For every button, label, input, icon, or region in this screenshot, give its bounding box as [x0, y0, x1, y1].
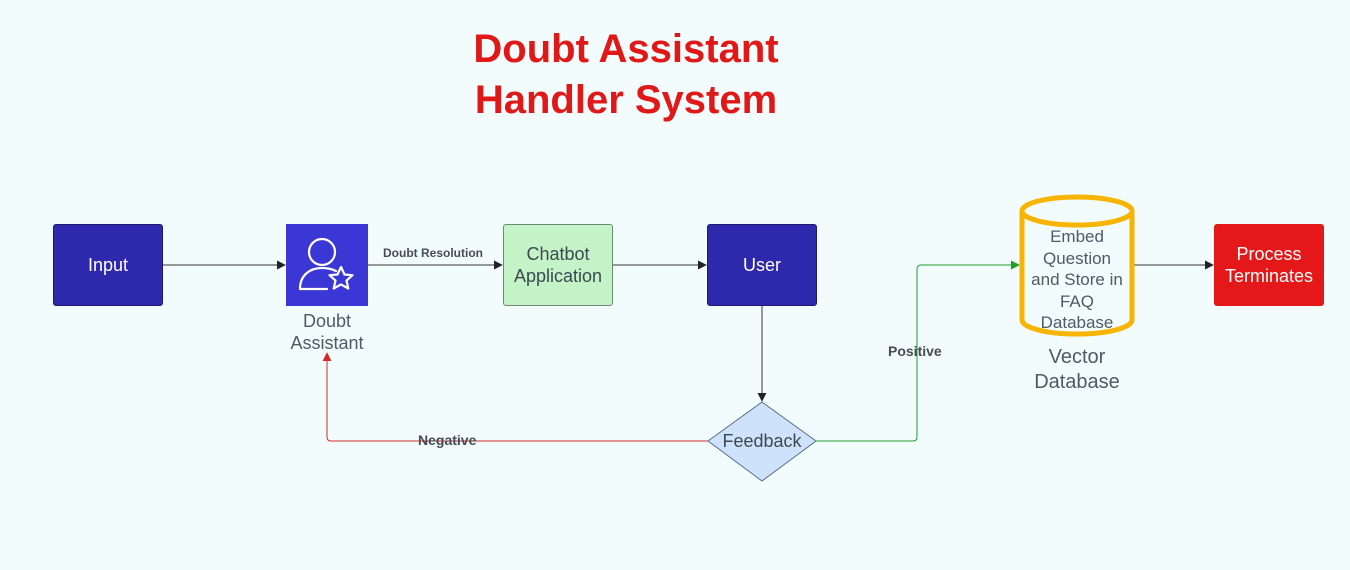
vector-database-caption-line-2: Database — [1034, 371, 1120, 393]
user-label: User — [742, 255, 781, 275]
user-node: User — [707, 224, 817, 306]
doubt-assistant-caption: Doubt Assistant — [267, 310, 387, 354]
db-text-line-2: Question — [1042, 248, 1112, 268]
database-cylinder-icon — [1019, 194, 1135, 337]
input-node: Input — [53, 224, 163, 306]
chatbot-application-node: Chatbot Application — [503, 224, 613, 306]
edge-feedback-positive — [816, 260, 1020, 442]
edge-label-negative: Negative — [418, 432, 477, 448]
chatbot-label-line-1: Chatbot — [526, 244, 590, 264]
db-text-line-1: Embed — [1050, 227, 1104, 246]
title-line-2: Handler System — [474, 78, 778, 122]
edge-label-doubt-resolution: Doubt Resolution — [383, 246, 483, 260]
doubt-assistant-caption-line-1: Doubt — [302, 311, 352, 331]
vector-database-node-text: Embed Question and Store in FAQ Database — [1024, 226, 1130, 334]
edge-label-positive: Positive — [888, 343, 942, 359]
doubt-assistant-caption-line-2: Assistant — [290, 333, 364, 353]
vector-database-caption: Vector Database — [1017, 345, 1137, 395]
user-star-icon — [298, 237, 354, 291]
terminate-label-line-1: Process — [1236, 244, 1302, 264]
input-label: Input — [87, 255, 129, 275]
edge-feedback-negative — [322, 352, 708, 442]
db-text-line-4: FAQ — [1059, 291, 1094, 311]
title-line-1: Doubt Assistant — [473, 27, 779, 71]
process-terminates-node: Process Terminates — [1214, 224, 1324, 306]
terminate-label-line-2: Terminates — [1224, 266, 1314, 286]
db-text-line-3: and Store in — [1031, 270, 1123, 289]
chatbot-label-line-2: Application — [513, 266, 603, 286]
diagram-title: Doubt Assistant Handler System — [376, 24, 876, 126]
feedback-label: Feedback — [722, 431, 802, 451]
feedback-diamond — [707, 401, 817, 482]
vector-database-caption-line-1: Vector — [1048, 346, 1106, 368]
db-text-line-5: Database — [1040, 313, 1114, 332]
